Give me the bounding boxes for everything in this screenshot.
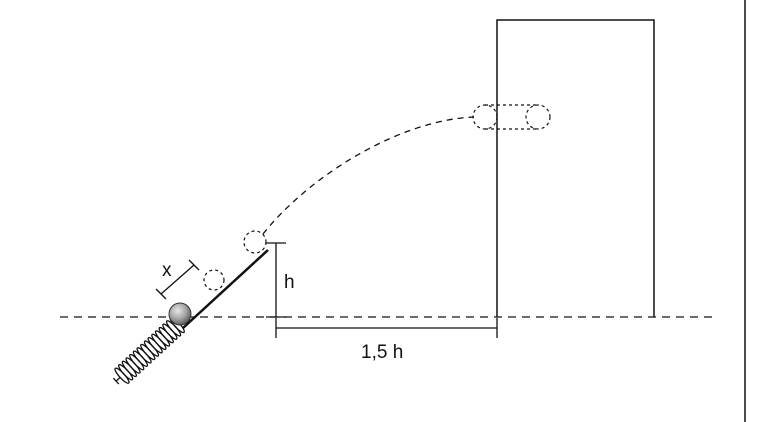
trajectory-path	[262, 116, 475, 235]
ball	[168, 302, 192, 326]
h-dimension	[266, 242, 286, 318]
ball-position-on-ramp	[203, 269, 225, 291]
building-outline	[496, 19, 655, 317]
ramp	[182, 249, 269, 329]
ball-position-launch	[243, 230, 267, 254]
distance-dimension	[275, 318, 498, 338]
x-label: x	[162, 260, 172, 281]
ball-position-landing	[472, 104, 551, 130]
x-dimension	[155, 259, 200, 300]
h-label: h	[284, 272, 295, 293]
spring	[112, 316, 185, 385]
distance-label: 1,5 h	[361, 342, 403, 363]
